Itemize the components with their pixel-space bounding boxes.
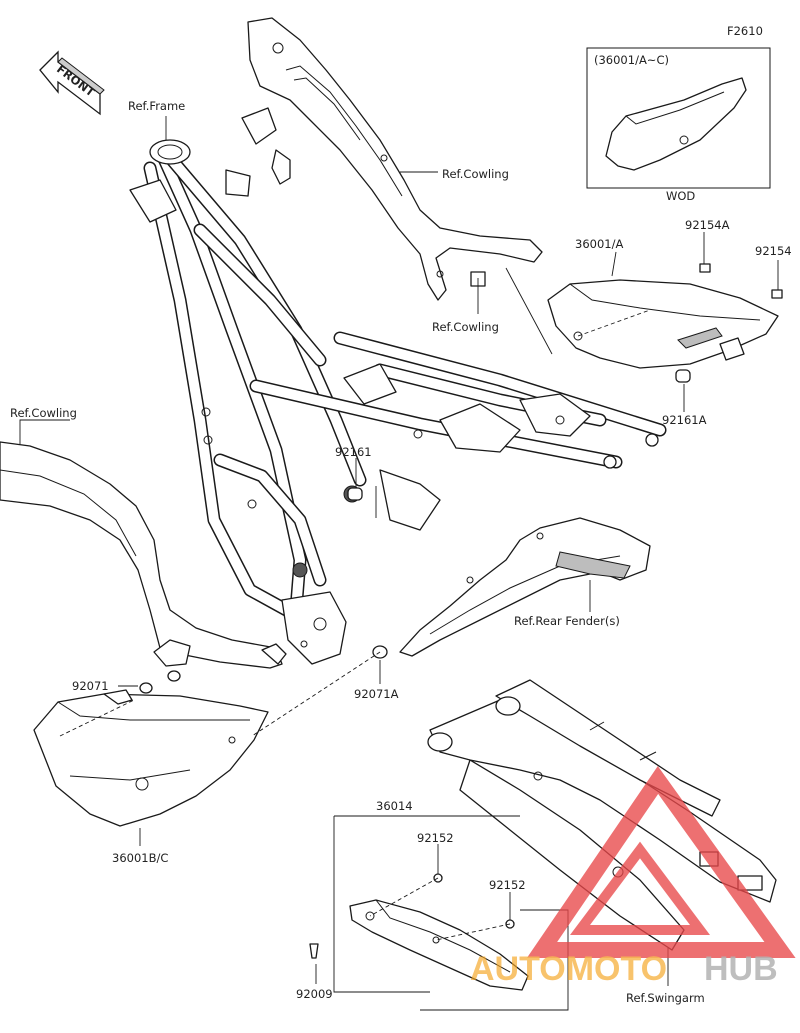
inset-header: (36001/A~C) [594, 53, 669, 67]
watermark-brand-b: HUB [704, 950, 778, 988]
rear-fender [399, 517, 651, 657]
side-cover-36001bc [33, 689, 269, 827]
label-36001bc: 36001B/C [112, 851, 168, 865]
label-92152-a: 92152 [417, 831, 454, 845]
label-ref-cowling-top: Ref.Cowling [442, 167, 509, 181]
label-92161a: 92161A [662, 413, 707, 427]
label-36001a: 36001/A [575, 237, 623, 251]
label-ref-cowling-mid: Ref.Cowling [432, 320, 499, 334]
label-92154a: 92154A [685, 218, 730, 232]
label-92154: 92154 [755, 244, 792, 258]
label-36014: 36014 [376, 799, 413, 813]
leader-lines [19, 116, 779, 1011]
label-92071a: 92071A [354, 687, 399, 701]
left-cowling [0, 441, 287, 669]
side-cover-36001a [547, 279, 779, 369]
top-cowling [241, 17, 543, 301]
label-ref-rear-fender: Ref.Rear Fender(s) [514, 614, 620, 628]
swingarm [427, 679, 777, 951]
front-arrow-icon: FRONT [39, 50, 105, 116]
inset-caption: WOD [666, 189, 695, 203]
label-92152-b: 92152 [489, 878, 526, 892]
watermark-logo: AUTOMOTO HUB [470, 766, 796, 988]
frame [129, 139, 667, 665]
chain-guard-36014 [349, 899, 529, 991]
inset-side-cover [605, 77, 747, 171]
label-ref-swingarm: Ref.Swingarm [626, 991, 705, 1005]
label-92161: 92161 [335, 445, 372, 459]
figure-code: F2610 [727, 24, 763, 38]
variant-inset: (36001/A~C) WOD [586, 47, 771, 203]
label-92071: 92071 [72, 679, 109, 693]
label-ref-cowling-left: Ref.Cowling [10, 406, 77, 420]
label-ref-frame: Ref.Frame [128, 99, 185, 113]
label-92009: 92009 [296, 987, 333, 1001]
watermark-triangle-icon [526, 766, 796, 958]
watermark-brand-a: AUTOMOTO [470, 950, 667, 988]
